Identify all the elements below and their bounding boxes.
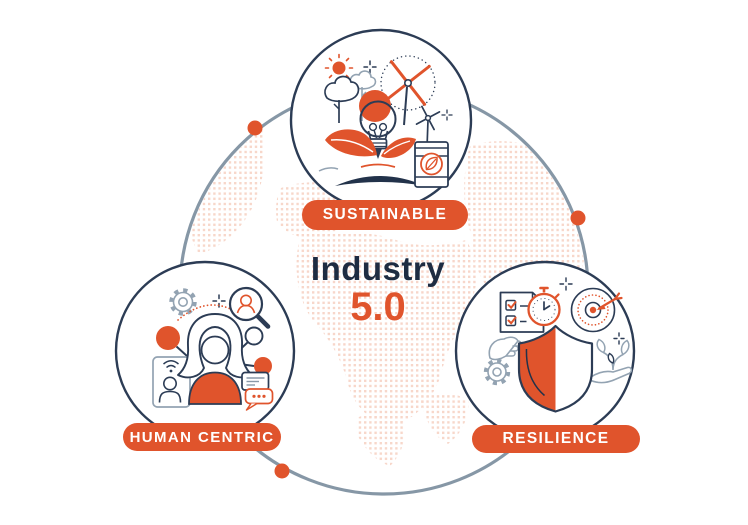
lightbulb-icon — [359, 100, 397, 159]
badge-resilience: RESILIENCE — [472, 425, 640, 453]
title-industry: Industry — [310, 250, 446, 287]
woman-avatar — [177, 313, 253, 405]
bulb-glow-blob — [359, 90, 391, 122]
sparkle-icon — [559, 277, 573, 291]
stopwatch-icon — [527, 286, 561, 327]
resilience-shield-icon — [483, 277, 633, 413]
ring-dot-top-left — [247, 120, 263, 136]
badge-human-centric: HUMAN CENTRIC — [123, 423, 281, 451]
ring-dot-bottom-left — [274, 463, 290, 479]
chat-bubble-icon — [244, 388, 274, 411]
video-call-tablet-icon — [152, 356, 191, 408]
badge-sustainable: SUSTAINABLE — [302, 200, 468, 230]
title-version: 5.0 — [350, 285, 406, 329]
plant-in-hand-icon — [590, 338, 633, 384]
tree-navy-icon — [324, 75, 360, 123]
ring-dot-right — [570, 210, 586, 226]
gear-icon — [169, 288, 197, 316]
leaves-icon — [325, 129, 416, 158]
hand-left-icon — [488, 336, 522, 361]
center-title: Industry 5.0 — [258, 250, 498, 329]
ground-mound — [318, 163, 425, 186]
human-centric-people-icon — [152, 286, 274, 411]
sparkle-icon — [613, 332, 625, 345]
wind-turbine-small-icon — [415, 105, 441, 149]
shield-icon — [517, 324, 594, 413]
chat-panel-icon — [241, 371, 270, 391]
wind-turbine-large-icon — [380, 55, 436, 126]
network-node-navy-right — [238, 326, 264, 352]
eco-barrel-icon — [414, 141, 449, 188]
sustainability-eco-icon — [318, 53, 453, 188]
network-node-orange-left — [156, 326, 188, 357]
gear-icon — [483, 358, 511, 386]
magnifier-person-icon — [228, 286, 271, 329]
sparkle-icon — [441, 109, 453, 121]
target-dart-icon — [570, 287, 623, 333]
